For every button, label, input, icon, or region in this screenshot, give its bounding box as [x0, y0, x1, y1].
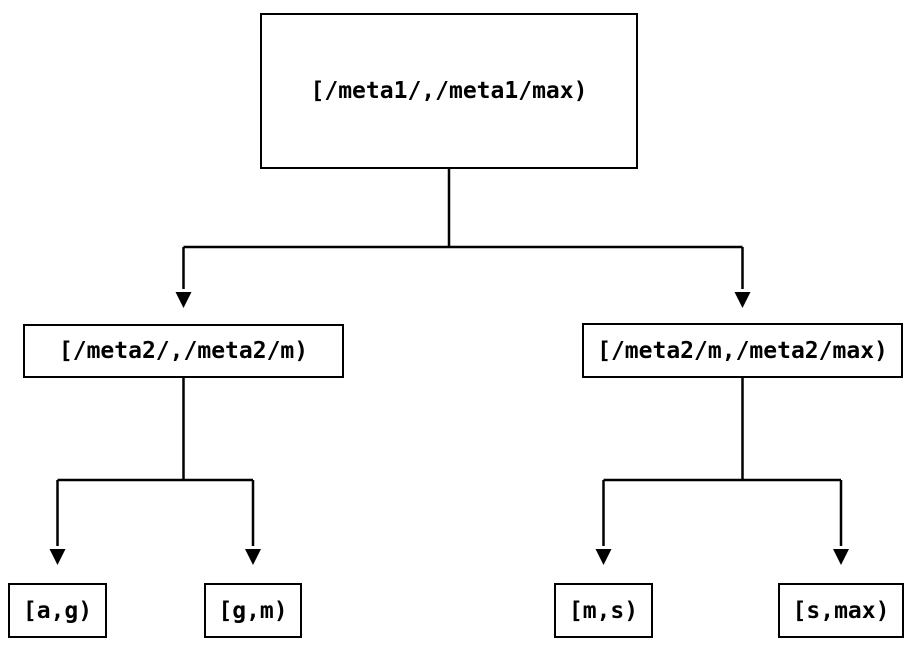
node-meta2-low-range: [/meta2/,/meta2/m) [23, 324, 344, 378]
arrowhead-down-icon [595, 549, 612, 565]
arrowhead-down-icon [49, 549, 66, 565]
node-leaf-a-g-range: [a,g) [8, 583, 107, 638]
node-leaf-g-m-range: [g,m) [204, 583, 302, 638]
arrowhead-down-icon [833, 549, 849, 565]
arrowhead-down-icon [734, 292, 751, 308]
node-leaf-m-s-range: [m,s) [554, 583, 653, 638]
node-root-range: [/meta1/,/meta1/max) [260, 13, 638, 169]
arrowhead-down-icon [245, 549, 261, 565]
node-leaf-s-max-range: [s,max) [778, 583, 904, 638]
arrowhead-down-icon [175, 292, 192, 308]
node-meta2-high-range: [/meta2/m,/meta2/max) [582, 323, 903, 378]
